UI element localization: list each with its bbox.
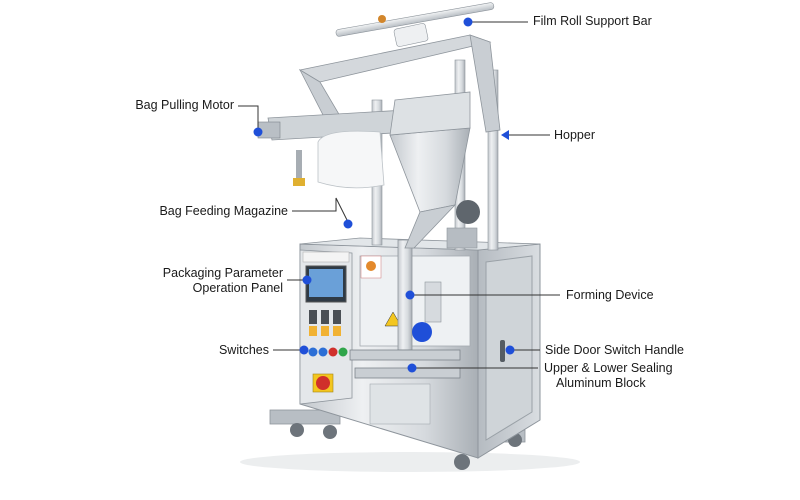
annotation-leaders: [238, 21, 560, 369]
label-packaging-parameter-panel: Packaging Parameter Operation Panel: [150, 266, 283, 296]
marker-switches: [299, 345, 309, 355]
label-hopper: Hopper: [554, 128, 595, 142]
plastic-film-sheet: [317, 130, 385, 189]
label-switches: Switches: [218, 343, 269, 357]
film-roll-frame: [298, 2, 501, 153]
side-door-handle: [500, 340, 505, 362]
marker-bag-feeding: [343, 219, 353, 229]
sealing-block-upper: [349, 349, 461, 361]
marker-forming-device: [405, 290, 415, 300]
label-bag-pulling-motor: Bag Pulling Motor: [135, 98, 234, 112]
label-sealing-line2: Aluminum Block: [556, 376, 646, 390]
leader-bag-feeding: [292, 197, 349, 223]
marker-bag-pulling-motor: [253, 127, 263, 137]
film-roll-support-bar: [335, 2, 495, 37]
marker-sealing-block: [407, 363, 417, 373]
label-packaging-parameter-line1: Packaging Parameter: [162, 266, 283, 280]
leader-bag-pulling-motor: [238, 105, 259, 130]
marker-hopper: [501, 130, 509, 140]
control-column: [299, 249, 353, 405]
marker-side-door: [505, 345, 515, 355]
label-film-roll-support-bar: Film Roll Support Bar: [533, 14, 652, 28]
switch-buttons: [308, 347, 348, 357]
label-side-door-switch-handle: Side Door Switch Handle: [545, 343, 684, 357]
emergency-stop-button: [316, 376, 330, 390]
sealing-block-lower: [354, 367, 461, 379]
label-sealing-line1: Upper & Lower Sealing: [544, 361, 673, 375]
label-sealing-aluminum-block: Upper & Lower Sealing Aluminum Block: [544, 361, 673, 391]
machine-illustration: [240, 2, 580, 472]
annotation-markers: [253, 17, 515, 373]
hopper: [389, 91, 480, 249]
marker-operation-panel: [302, 275, 312, 285]
label-bag-feeding-magazine: Bag Feeding Magazine: [159, 204, 288, 218]
forming-area: [349, 239, 471, 425]
marker-film-roll: [463, 17, 473, 27]
label-forming-device: Forming Device: [566, 288, 654, 302]
label-packaging-parameter-line2: Operation Panel: [192, 281, 283, 295]
